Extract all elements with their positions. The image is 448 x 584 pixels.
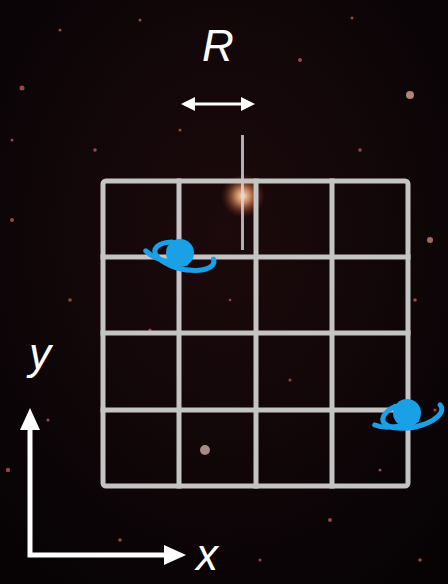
axis-label: y bbox=[29, 332, 51, 376]
length-arrow bbox=[181, 97, 255, 111]
grid bbox=[103, 181, 408, 486]
spinning-particle bbox=[375, 397, 445, 433]
spinning-particle bbox=[144, 239, 216, 275]
star-spike bbox=[241, 135, 244, 250]
length-label: R bbox=[202, 24, 234, 68]
axes bbox=[20, 408, 186, 565]
axis-label: x bbox=[196, 533, 218, 577]
stars bbox=[6, 17, 437, 562]
